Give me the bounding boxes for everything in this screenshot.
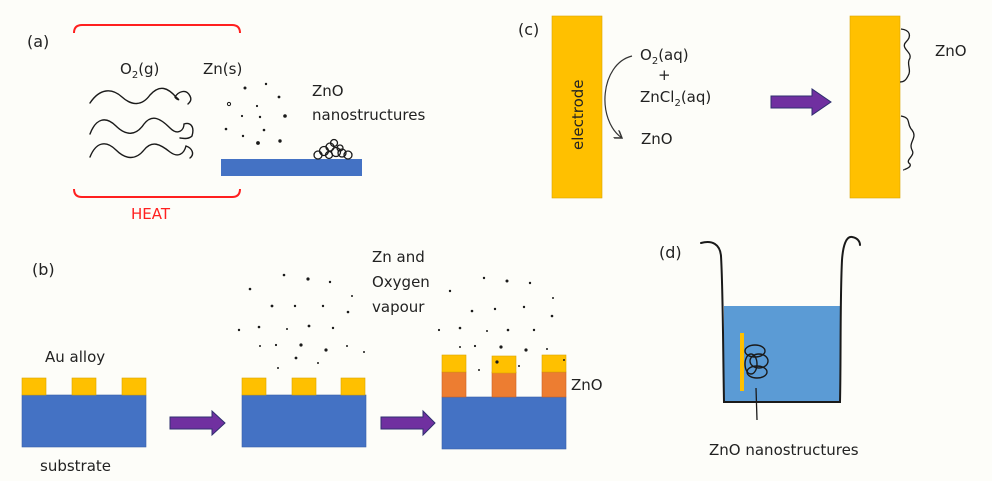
nanostructure-scribble bbox=[744, 344, 769, 379]
panel-c: (c) electrode O2(aq) + ZnCl2(aq) ZnO ZnO bbox=[518, 15, 967, 199]
vapour-label-line2: Oxygen bbox=[372, 273, 430, 291]
zno-nanorod bbox=[441, 371, 467, 398]
panel-c-label: (c) bbox=[518, 20, 539, 39]
zno-product-label: ZnO bbox=[641, 130, 673, 148]
vapour-label-line3: vapour bbox=[372, 298, 425, 316]
beaker bbox=[700, 235, 861, 403]
process-arrow-2 bbox=[380, 409, 436, 437]
plus-sign: + bbox=[658, 66, 671, 84]
o2-aq-label: O2(aq) bbox=[640, 46, 689, 67]
electrode-label: electrode bbox=[569, 79, 587, 150]
oxygen-gas-waves bbox=[89, 87, 194, 159]
substrate-label: substrate bbox=[40, 457, 111, 475]
zno-rod-label: ZnO bbox=[571, 376, 603, 394]
panel-d: (d) ZnO nanostructures bbox=[659, 235, 861, 459]
heat-label: HEAT bbox=[131, 205, 171, 223]
immersed-electrode bbox=[740, 333, 744, 391]
stage-3-substrate bbox=[441, 354, 567, 450]
nanostructures-caption: ZnO nanostructures bbox=[709, 441, 859, 459]
au-pad bbox=[340, 377, 366, 396]
stage-1-substrate bbox=[21, 377, 147, 448]
zno-layer-wavy-top bbox=[899, 28, 911, 83]
zno-nanorod bbox=[491, 371, 517, 398]
substrate-a bbox=[221, 159, 362, 176]
au-pad bbox=[21, 377, 47, 396]
zno-label-line1: ZnO bbox=[312, 82, 344, 100]
process-arrow-1 bbox=[169, 409, 226, 437]
panel-b: (b) Au alloy substrate Zn and Oxy bbox=[21, 248, 603, 475]
heat-bracket-bottom bbox=[73, 188, 241, 198]
zncl2-aq-label: ZnCl2(aq) bbox=[640, 88, 711, 109]
au-cap bbox=[441, 354, 467, 373]
heat-bracket-top bbox=[73, 24, 241, 34]
zno-layer-wavy-bottom bbox=[900, 115, 915, 171]
zno-nanostructure-curls bbox=[313, 138, 353, 160]
zno-label-line2: nanostructures bbox=[312, 106, 425, 124]
zno-nanorod bbox=[541, 371, 567, 398]
au-pad bbox=[71, 377, 97, 396]
au-cap bbox=[541, 354, 567, 373]
zinc-particles bbox=[224, 82, 287, 145]
panel-a-label: (a) bbox=[27, 32, 49, 51]
au-pad bbox=[291, 377, 317, 396]
vapour-particles-1 bbox=[237, 273, 365, 369]
electrode bbox=[551, 15, 603, 199]
transformation-arrow bbox=[770, 88, 832, 116]
zn-solid-label: Zn(s) bbox=[203, 60, 242, 78]
au-alloy-label: Au alloy bbox=[45, 348, 105, 366]
coated-electrode bbox=[849, 15, 901, 199]
caption-pointer-line bbox=[755, 387, 758, 421]
o2-gas-label: O2(g) bbox=[120, 60, 159, 81]
au-pad bbox=[241, 377, 267, 396]
panel-d-label: (d) bbox=[659, 243, 682, 262]
vapour-particles-2 bbox=[437, 276, 565, 371]
au-pad bbox=[121, 377, 147, 396]
panel-a: (a) HEAT O2(g) Zn(s) ZnO nanostructures bbox=[27, 24, 425, 223]
panel-b-label: (b) bbox=[32, 260, 55, 279]
au-cap bbox=[491, 355, 517, 374]
stage-2-substrate bbox=[241, 377, 367, 448]
vapour-label-line1: Zn and bbox=[372, 248, 425, 266]
zno-layer-label: ZnO bbox=[935, 42, 967, 60]
reaction-curve-arrow bbox=[604, 55, 633, 138]
